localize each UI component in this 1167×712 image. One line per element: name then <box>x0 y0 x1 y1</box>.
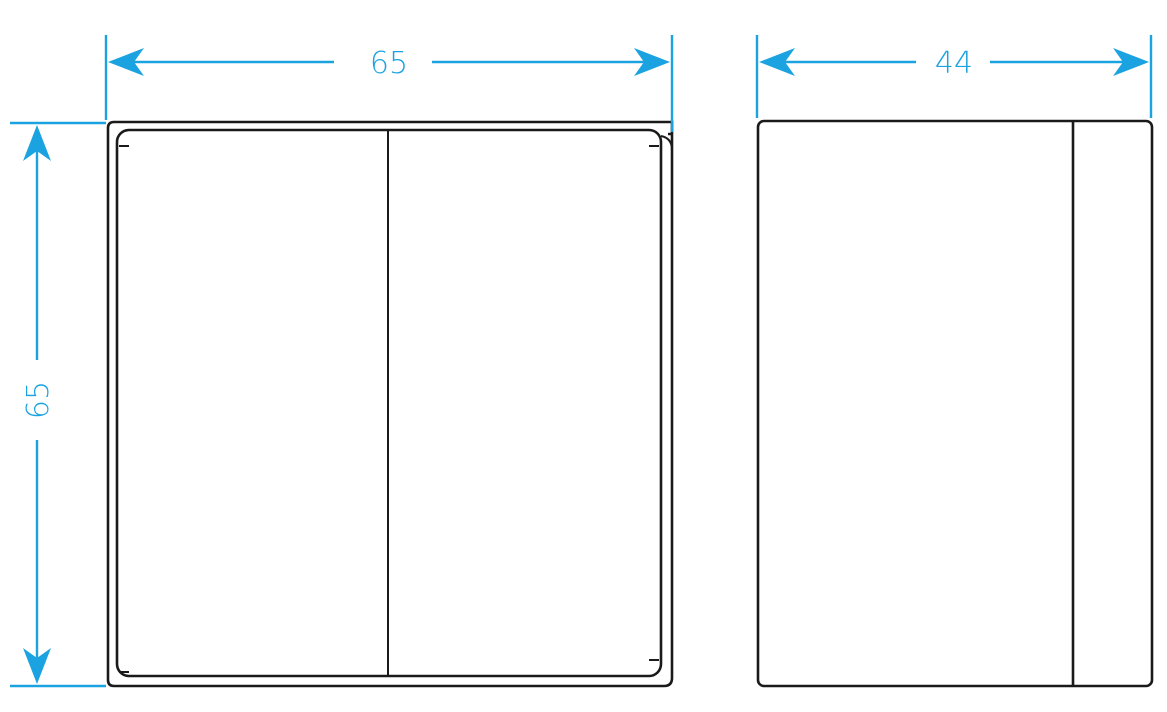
arrow-left-icon <box>108 48 144 76</box>
front-outer-frame <box>106 120 674 688</box>
front-cover-edge <box>660 135 673 151</box>
dimension-side-width: 44 <box>755 35 1153 118</box>
dimension-front-height: 65 <box>10 121 106 688</box>
arrow-right-icon <box>634 48 670 76</box>
arrow-down-icon <box>23 648 51 684</box>
front-width-label: 65 <box>370 46 408 81</box>
side-view <box>756 119 1154 688</box>
arrow-right-icon <box>1113 48 1149 76</box>
arrow-up-icon <box>23 125 51 161</box>
front-height-label: 65 <box>21 381 56 419</box>
side-width-label: 44 <box>935 46 973 81</box>
dimension-front-width: 65 <box>104 35 674 132</box>
side-body <box>756 119 1154 688</box>
arrow-left-icon <box>759 48 795 76</box>
front-back-plate <box>106 120 115 129</box>
front-view <box>106 120 674 688</box>
front-corner-ticks <box>119 145 659 673</box>
